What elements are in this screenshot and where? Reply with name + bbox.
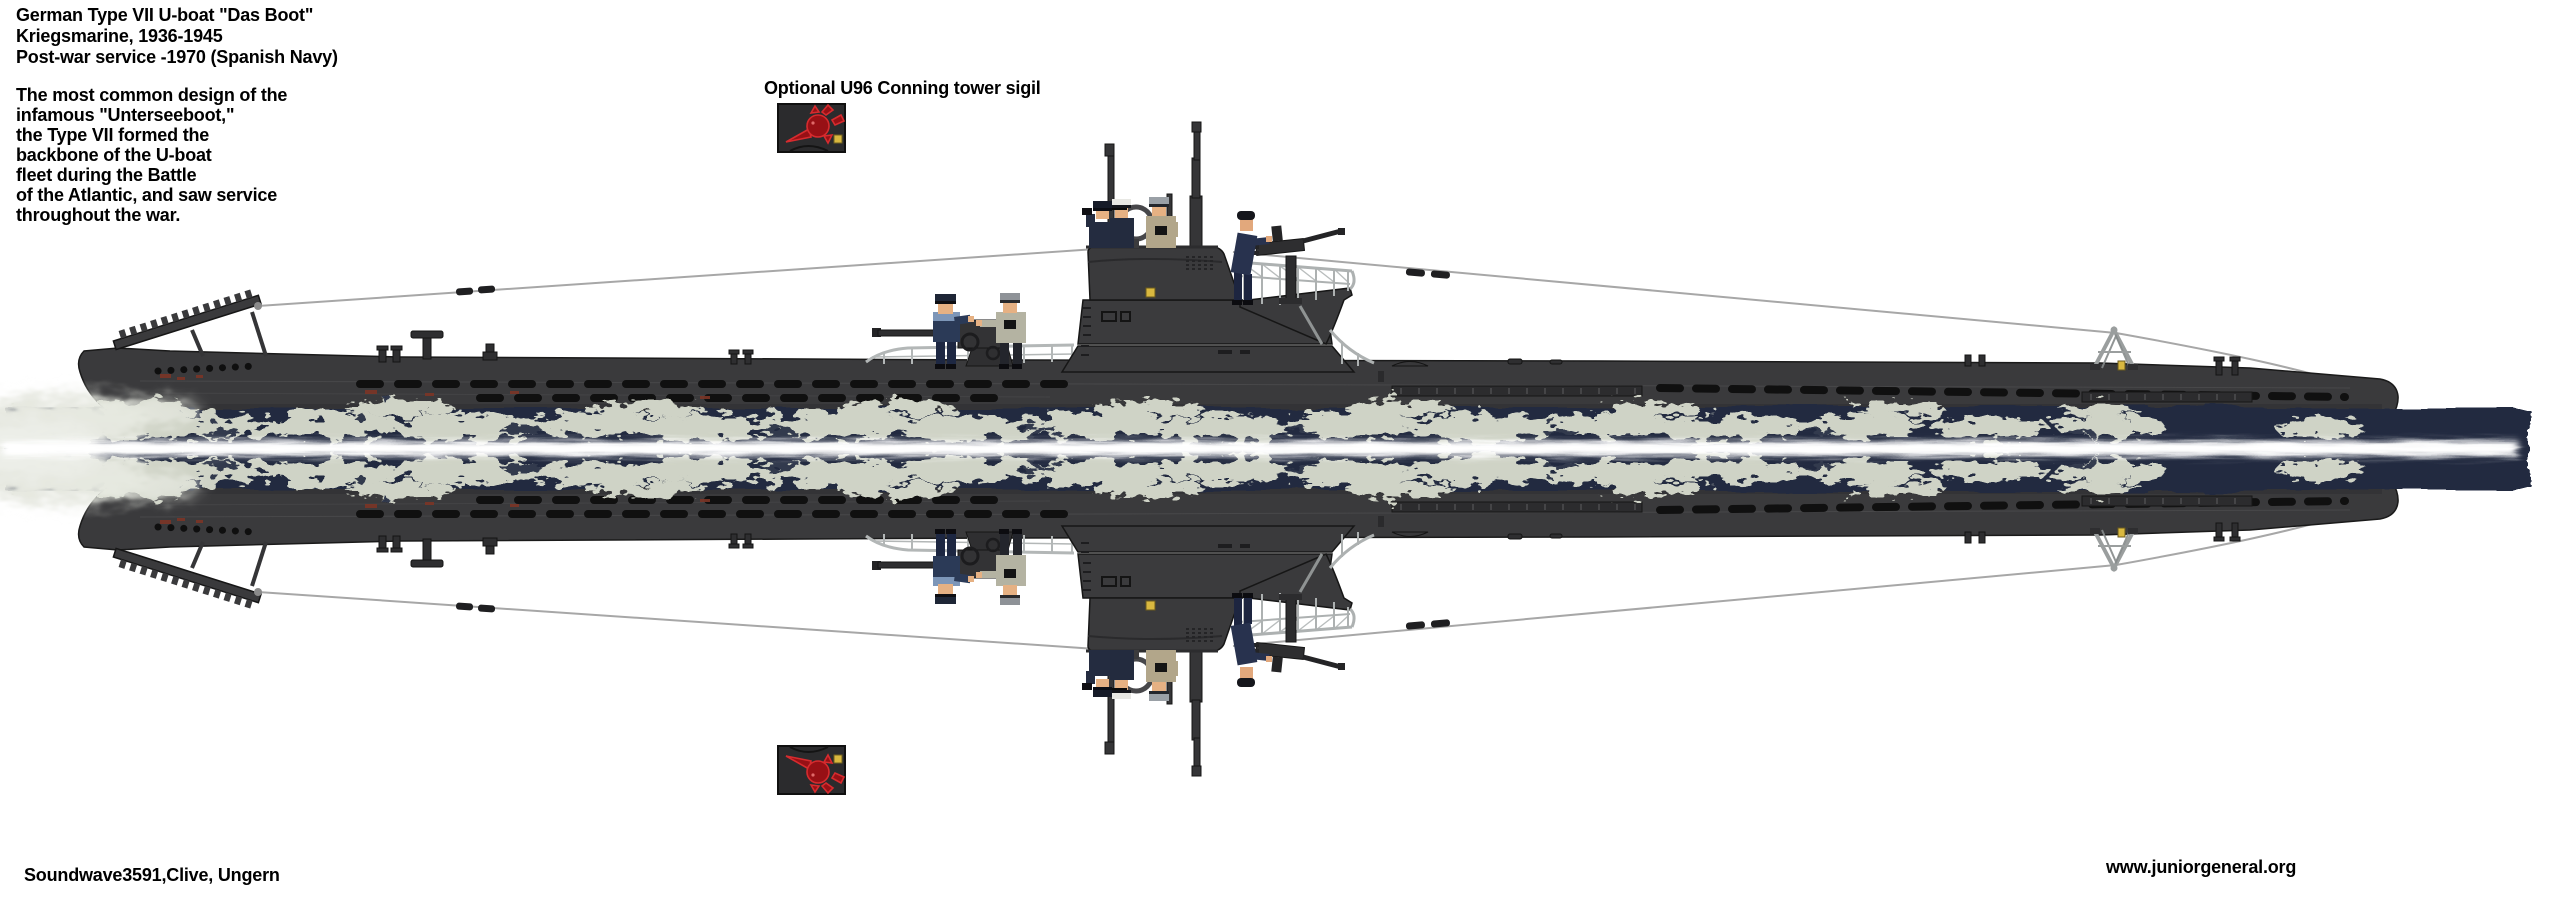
credits-text: Soundwave3591,Clive, Ungern [24, 865, 280, 885]
sawfish-emblem-icon [785, 103, 846, 145]
description-line: the Type VII formed the [16, 125, 210, 145]
stern-a-frame [2090, 325, 2138, 371]
description-block: The most common design of the infamous "… [16, 85, 287, 225]
bridge-crew [1082, 197, 1178, 248]
aft-railing [1328, 329, 1375, 366]
title-line-2: Kriegsmarine, 1936-1945 [16, 26, 223, 46]
description-line: The most common design of the [16, 85, 288, 105]
title-block: German Type VII U-boat "Das Boot" Kriegs… [16, 5, 338, 68]
aa-gunner [1230, 211, 1272, 305]
watch-officer-binoculars [1082, 201, 1112, 248]
rust-streaks [160, 374, 710, 399]
tower-ladder [1081, 307, 1091, 356]
description-line: fleet during the Battle [16, 165, 197, 185]
uboat-upper-half [0, 103, 2529, 458]
description-line: throughout the war. [16, 205, 181, 225]
description-line: of the Atlantic, and saw service [16, 185, 278, 205]
watch-officer-white-cap [1110, 199, 1134, 248]
hull-vents [154, 362, 2349, 403]
bow-net-cutter [112, 288, 268, 357]
wire-insulators [456, 268, 1450, 296]
waterline-stripe [2, 441, 2518, 456]
uboat-reflection [0, 440, 2529, 794]
deck-gun-officer [976, 293, 1026, 369]
title-line-1: German Type VII U-boat "Das Boot" [16, 5, 314, 25]
title-line-3: Post-war service -1970 (Spanish Navy) [16, 47, 338, 67]
watch-officer-tan [1146, 197, 1178, 248]
deck-fittings [376, 330, 2241, 376]
foam [0, 394, 2365, 458]
description-line: infamous "Unterseeboot," [16, 105, 235, 125]
sigil-label: Optional U96 Conning tower sigil [764, 78, 1041, 98]
description-line: backbone of the U-boat [16, 145, 212, 165]
deck-gun-sailor [933, 294, 974, 369]
sigil-panel [777, 103, 846, 153]
website-text: www.juniorgeneral.org [2106, 857, 2297, 877]
